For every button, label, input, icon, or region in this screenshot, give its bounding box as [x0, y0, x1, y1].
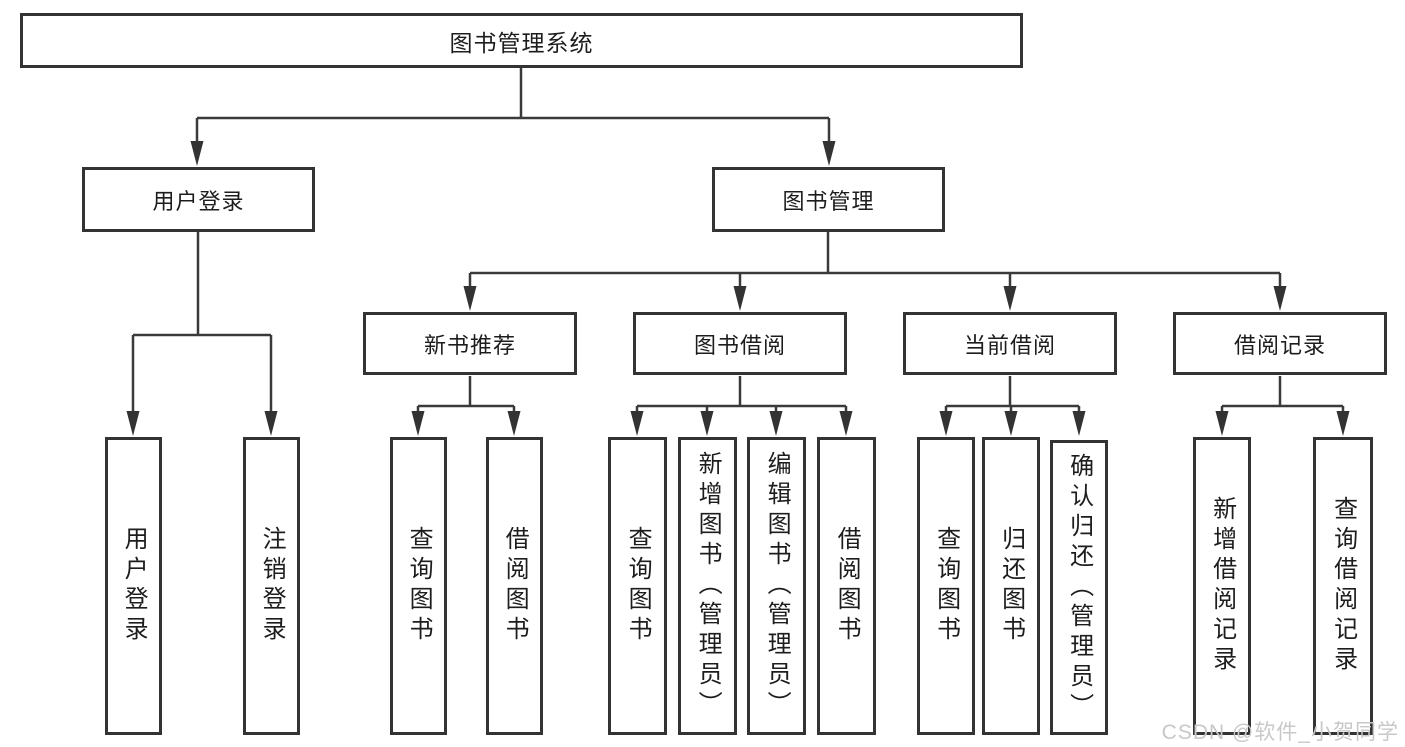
leaf-borrow-borrow-book-label: 借阅图书: [833, 526, 861, 646]
leaf-recommend-query-book: 查询图书: [390, 437, 447, 735]
leaf-borrow-add-book-admin-label: 新增图书（管理员）: [694, 451, 722, 721]
leaf-recommend-query-book-label: 查询图书: [405, 526, 433, 646]
leaf-borrow-edit-book-admin-label: 编辑图书（管理员）: [763, 451, 791, 721]
leaf-user-login: 用户登录: [105, 437, 162, 735]
node-current-borrow: 当前借阅: [903, 312, 1117, 375]
leaf-borrow-query-book: 查询图书: [608, 437, 667, 735]
node-book-management-label: 图书管理: [782, 188, 875, 214]
leaf-recommend-borrow-book-label: 借阅图书: [501, 526, 529, 646]
leaf-recommend-borrow-book: 借阅图书: [486, 437, 543, 735]
leaf-user-login-label: 用户登录: [120, 526, 148, 646]
node-root-label: 图书管理系统: [449, 29, 594, 56]
leaf-borrow-add-book-admin: 新增图书（管理员）: [678, 437, 737, 735]
leaf-records-add-record-label: 新增借阅记录: [1208, 496, 1236, 676]
leaf-current-confirm-return-admin: 确认归还（管理员）: [1050, 440, 1108, 735]
node-root: 图书管理系统: [20, 13, 1023, 68]
leaf-logout: 注销登录: [243, 437, 300, 735]
node-user-login-label: 用户登录: [152, 188, 245, 214]
node-borrow-records-label: 借阅记录: [1233, 332, 1326, 358]
node-current-borrow-label: 当前借阅: [963, 332, 1056, 358]
leaf-current-query-book: 查询图书: [917, 437, 975, 735]
csdn-watermark: CSDN @软件_小贺同学: [1161, 721, 1399, 744]
leaf-current-confirm-return-admin-label: 确认归还（管理员）: [1065, 452, 1093, 723]
leaf-borrow-borrow-book: 借阅图书: [817, 437, 876, 735]
leaf-current-return-book: 归还图书: [982, 437, 1040, 735]
leaf-records-query-record: 查询借阅记录: [1313, 437, 1373, 735]
node-book-borrow: 图书借阅: [633, 312, 847, 375]
node-book-borrow-label: 图书借阅: [693, 332, 786, 358]
leaf-current-query-book-label: 查询图书: [932, 526, 960, 646]
node-borrow-records: 借阅记录: [1173, 312, 1387, 375]
node-new-book-recommend: 新书推荐: [363, 312, 577, 375]
leaf-borrow-edit-book-admin: 编辑图书（管理员）: [747, 437, 806, 735]
leaf-borrow-query-book-label: 查询图书: [624, 526, 652, 646]
leaf-records-query-record-label: 查询借阅记录: [1329, 496, 1357, 676]
leaf-logout-label: 注销登录: [258, 526, 286, 646]
node-new-book-recommend-label: 新书推荐: [423, 332, 516, 358]
leaf-records-add-record: 新增借阅记录: [1193, 437, 1251, 735]
leaf-current-return-book-label: 归还图书: [997, 526, 1025, 646]
node-book-management: 图书管理: [712, 167, 945, 232]
arrowheads: [126, 141, 1350, 436]
node-user-login: 用户登录: [82, 167, 315, 232]
